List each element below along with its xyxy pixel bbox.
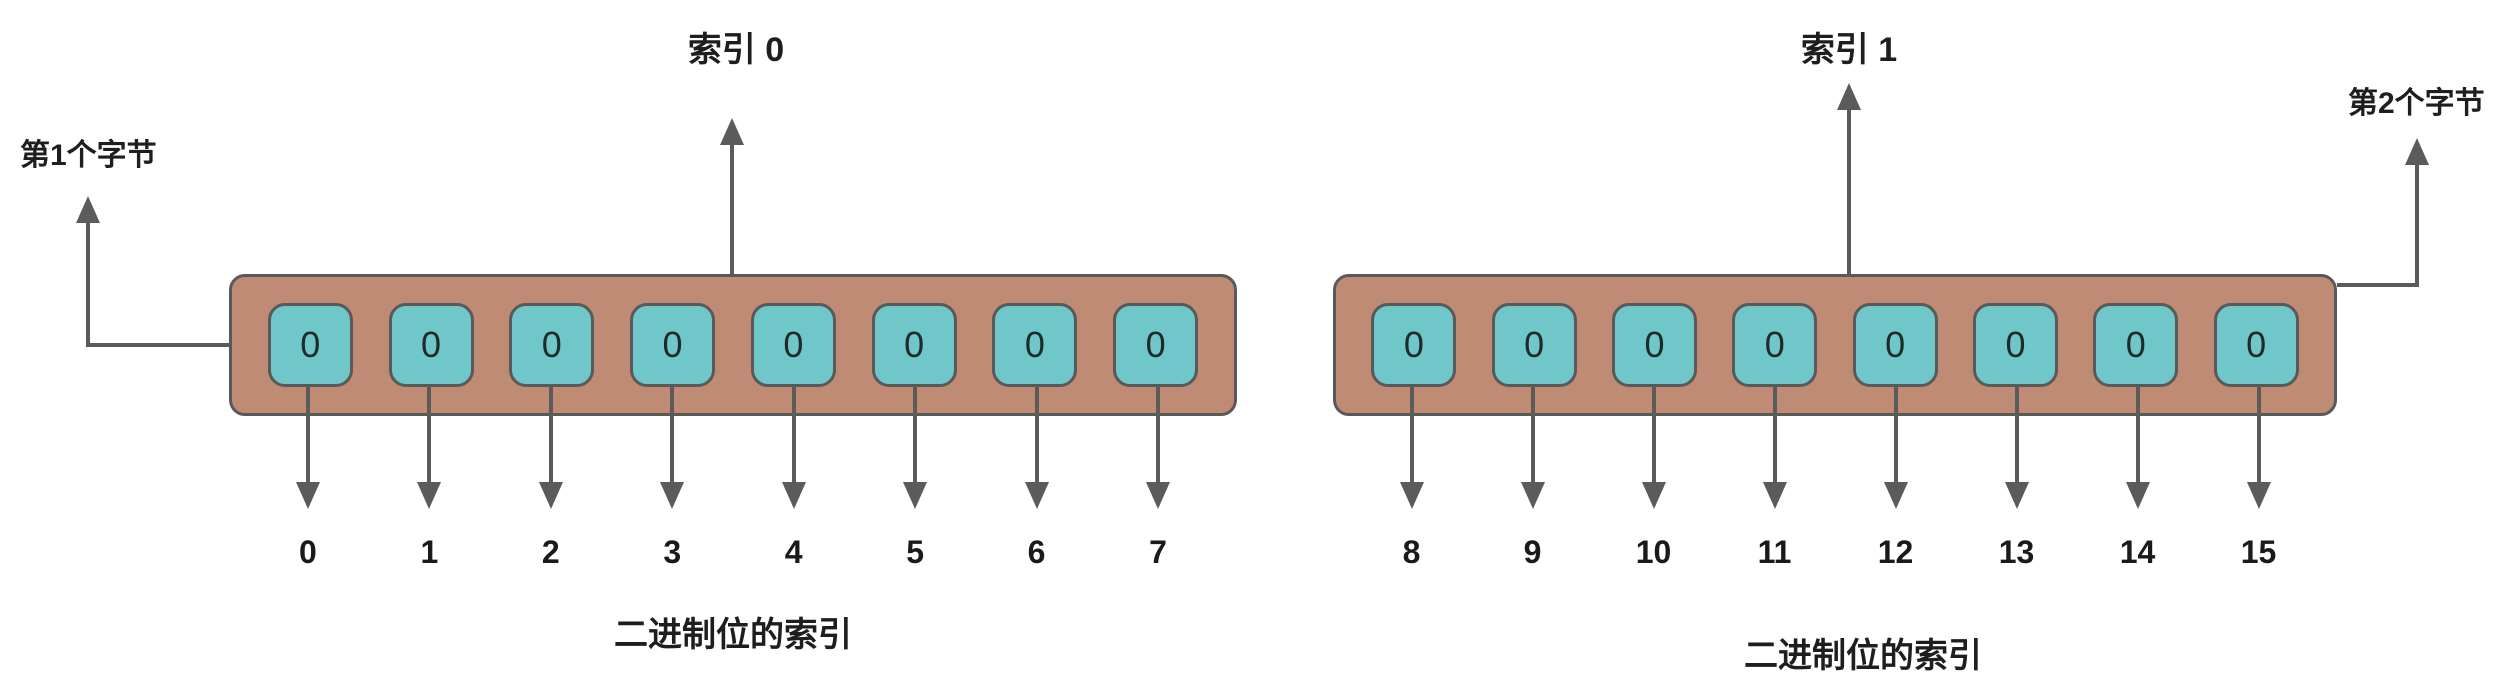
up-arrow-icon bbox=[76, 196, 100, 223]
bit-cell: 0 bbox=[2093, 303, 2179, 387]
bit-cell: 0 bbox=[1611, 303, 1697, 387]
bit-index-label: 3 bbox=[663, 534, 682, 570]
down-arrow-icon bbox=[994, 386, 1079, 509]
bit-index-label: 6 bbox=[1027, 534, 1046, 570]
group-title-index0: 索引 0 bbox=[687, 31, 785, 69]
bit-index-label: 5 bbox=[906, 534, 925, 570]
bit-cell: 0 bbox=[1852, 303, 1938, 387]
bit-index-label: 2 bbox=[541, 534, 560, 570]
byte1-side-label: 第1个字节 bbox=[20, 139, 157, 172]
byte1-down-arrows bbox=[229, 386, 1237, 509]
down-arrow-icon bbox=[387, 386, 472, 509]
bit-cell: 0 bbox=[2213, 303, 2299, 387]
down-arrow-icon bbox=[1490, 386, 1575, 509]
byte2-box: 0 0 0 0 0 0 0 0 bbox=[1333, 274, 2337, 416]
down-arrow-icon bbox=[1732, 386, 1817, 509]
bit-cell: 0 bbox=[871, 303, 957, 387]
down-arrow-icon bbox=[1369, 386, 1454, 509]
bit-index-label: 0 bbox=[299, 534, 317, 570]
down-arrow-icon bbox=[630, 386, 715, 509]
bit-index-label: 15 bbox=[2240, 534, 2277, 570]
connector-line bbox=[2337, 283, 2419, 287]
bit-index-label: 11 bbox=[1757, 534, 1792, 570]
byte2-down-arrows bbox=[1333, 386, 2337, 509]
arrow-line bbox=[730, 142, 734, 275]
connector-line bbox=[86, 343, 229, 347]
bit-index-label: 8 bbox=[1402, 534, 1421, 570]
down-arrow-icon bbox=[508, 386, 593, 509]
bit-index-label: 13 bbox=[1998, 534, 2035, 570]
arrow-line bbox=[1847, 107, 1851, 275]
bit-index-label: 12 bbox=[1877, 534, 1914, 570]
bit-cell: 0 bbox=[1113, 303, 1199, 387]
byte2-side-label: 第2个字节 bbox=[2348, 87, 2485, 120]
down-arrow-icon bbox=[873, 386, 958, 509]
bit-cell: 0 bbox=[509, 303, 595, 387]
bit-index-label: 9 bbox=[1523, 534, 1542, 570]
group-title-index1: 索引 1 bbox=[1800, 31, 1898, 69]
bit-cell: 0 bbox=[1732, 303, 1818, 387]
down-arrow-icon bbox=[265, 386, 350, 509]
down-arrow-icon bbox=[1974, 386, 2059, 509]
bit-index-label: 1 bbox=[420, 534, 439, 570]
bit-index-label: 7 bbox=[1149, 534, 1167, 570]
down-arrow-icon bbox=[751, 386, 836, 509]
down-arrow-icon bbox=[2216, 386, 2301, 509]
byte1-bit-indexes: 0 1 2 3 4 5 6 7 bbox=[229, 534, 1237, 571]
down-arrow-icon bbox=[1611, 386, 1696, 509]
connector-line bbox=[86, 220, 90, 347]
down-arrow-icon bbox=[2095, 386, 2180, 509]
up-arrow-icon bbox=[2405, 138, 2429, 165]
bit-index-label: 14 bbox=[2119, 534, 2156, 570]
byte2-bit-indexes: 8 9 10 11 12 13 14 15 bbox=[1333, 534, 2337, 571]
bit-cell: 0 bbox=[267, 303, 353, 387]
bit-cell: 0 bbox=[750, 303, 836, 387]
bit-cell: 0 bbox=[1491, 303, 1577, 387]
byte1-box: 0 0 0 0 0 0 0 0 bbox=[229, 274, 1237, 416]
up-arrow-icon bbox=[720, 118, 744, 145]
bit-cell: 0 bbox=[388, 303, 474, 387]
down-arrow-icon bbox=[1116, 386, 1201, 509]
bit-cell: 0 bbox=[1972, 303, 2058, 387]
bit-index-label: 10 bbox=[1635, 534, 1672, 570]
down-arrow-icon bbox=[1853, 386, 1938, 509]
byte1-caption: 二进制位的索引 bbox=[614, 616, 852, 654]
bit-cell: 0 bbox=[1371, 303, 1457, 387]
byte2-caption: 二进制位的索引 bbox=[1744, 637, 1982, 675]
bit-cell: 0 bbox=[630, 303, 716, 387]
connector-line bbox=[2415, 162, 2419, 287]
bit-cell: 0 bbox=[992, 303, 1078, 387]
bit-index-label: 4 bbox=[784, 534, 803, 570]
up-arrow-icon bbox=[1837, 83, 1861, 110]
